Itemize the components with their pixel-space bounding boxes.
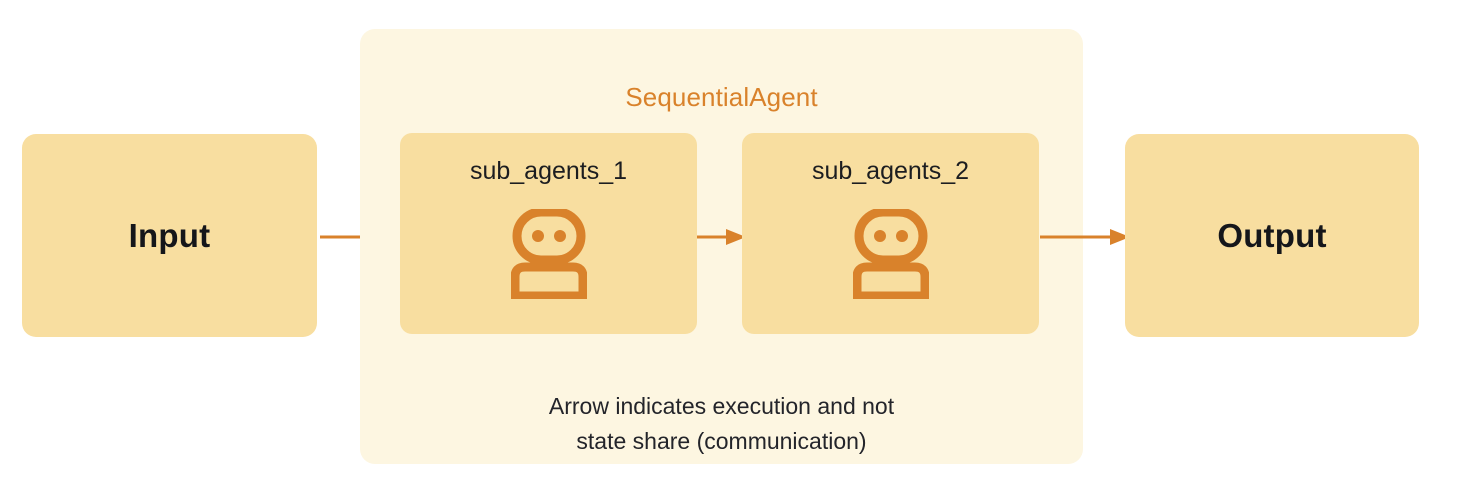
- input-label: Input: [128, 216, 211, 254]
- sequential-agent-title: SequentialAgent: [625, 82, 818, 112]
- input-box: Input: [22, 134, 317, 337]
- sub-agent-1-box: sub_agents_1: [400, 133, 697, 334]
- sub-agent-1-label: sub_agents_1: [469, 157, 628, 185]
- robot-icon: [852, 209, 929, 299]
- output-box: Output: [1125, 134, 1419, 337]
- sub-agent-2-label: sub_agents_2: [811, 157, 970, 185]
- sub-agent-2-icon-wrap: [742, 209, 1039, 299]
- sub-agent-1-icon-wrap: [400, 209, 697, 299]
- robot-icon: [510, 209, 587, 299]
- output-label: Output: [1217, 216, 1327, 254]
- sub-agent-2-box: sub_agents_2: [742, 133, 1039, 334]
- caption-line-1: Arrow indicates execution and not: [548, 393, 895, 419]
- caption-line-2: state share (communication): [576, 428, 867, 454]
- diagram-caption: Arrow indicates execution and not state …: [360, 389, 1083, 459]
